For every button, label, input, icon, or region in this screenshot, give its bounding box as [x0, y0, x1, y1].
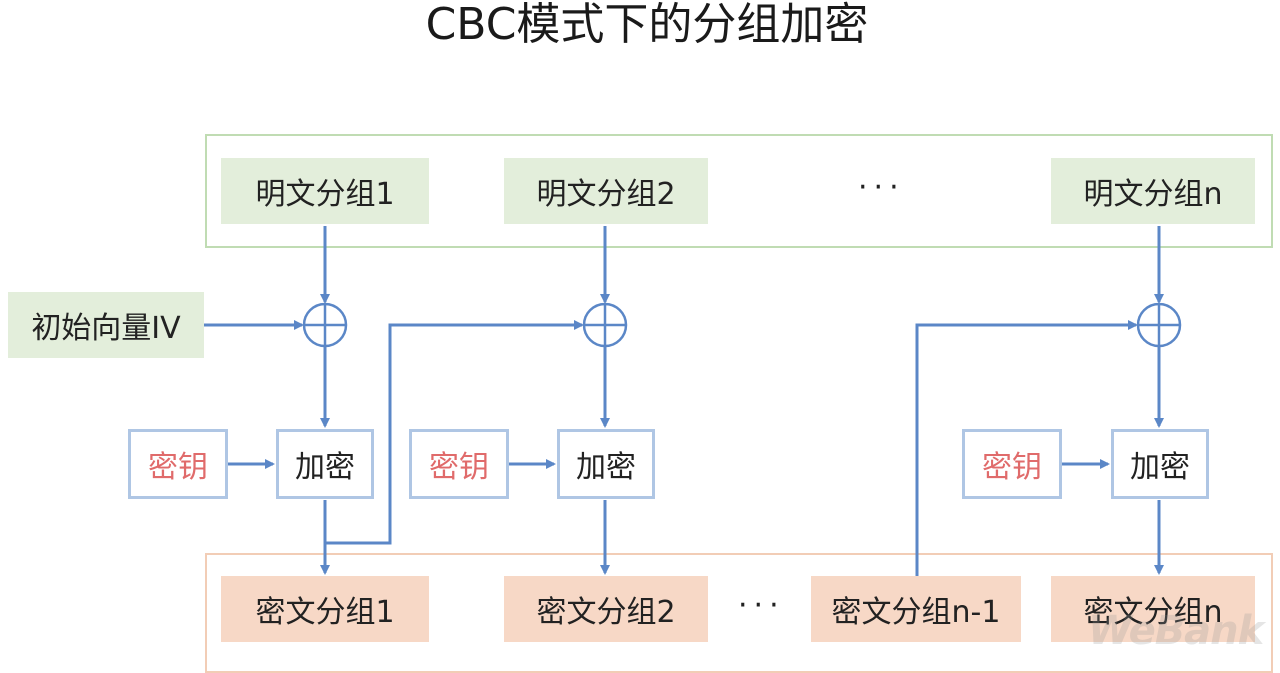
xor-symbol-1: [302, 302, 348, 348]
arrow-chain-cipher1-to-xor2: [325, 320, 584, 545]
xor-symbol-n: [1136, 302, 1182, 348]
encrypt-box-2: 加密: [557, 429, 655, 499]
key-box-n: 密钥: [962, 429, 1062, 499]
webank-watermark: WeBank: [1088, 608, 1264, 654]
ciphertext-block-2: 密文分组2: [504, 576, 708, 642]
initialization-vector: 初始向量IV: [8, 292, 204, 358]
plaintext-block-n: 明文分组n: [1051, 158, 1255, 224]
key-box-1: 密钥: [128, 429, 228, 499]
xor-symbol-2: [582, 302, 628, 348]
key-box-2: 密钥: [409, 429, 509, 499]
plaintext-block-2: 明文分组2: [504, 158, 708, 224]
ciphertext-block-1: 密文分组1: [221, 576, 429, 642]
diagram-title: CBC模式下的分组加密: [425, 0, 869, 50]
ciphertext-ellipsis: ···: [738, 588, 785, 623]
encrypt-box-1: 加密: [276, 429, 374, 499]
encrypt-box-n: 加密: [1111, 429, 1209, 499]
ciphertext-block-n: 密文分组n: [1051, 576, 1255, 642]
plaintext-ellipsis: ···: [858, 170, 905, 205]
plaintext-group-frame: [205, 134, 1273, 248]
ciphertext-block-n-minus-1: 密文分组n-1: [811, 576, 1021, 642]
plaintext-block-1: 明文分组1: [221, 158, 429, 224]
arrow-chain-ciphern1-to-xorn: [915, 320, 1138, 576]
